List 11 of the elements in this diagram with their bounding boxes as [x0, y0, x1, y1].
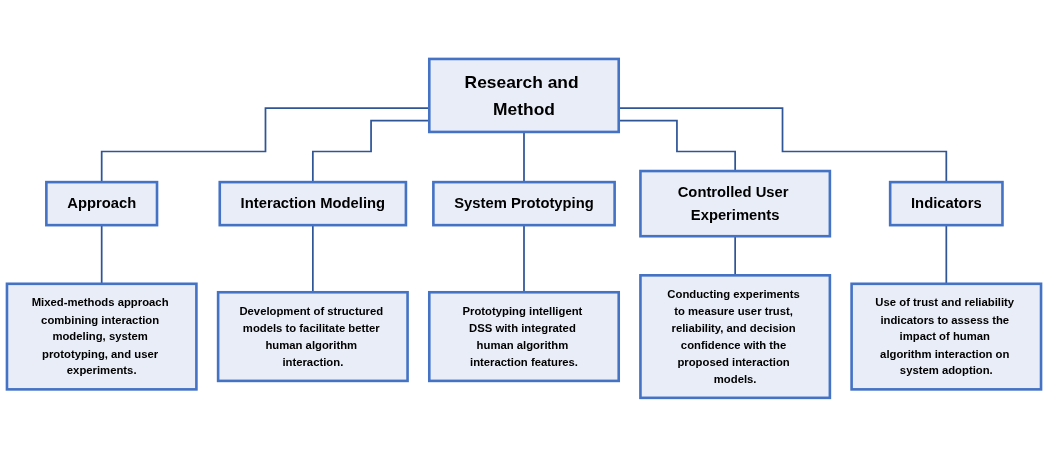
node-box: Conducting experiments to measure user trust, reliability, and decision confidence with the proposed interaction models.	[639, 274, 832, 400]
node-box: Development of structured models to facilitate better human algorithm interaction.	[216, 291, 409, 383]
node-box: Approach	[45, 180, 159, 227]
node-box: System Prototyping	[432, 180, 616, 227]
node-box: Use of trust and reliability indicators to assess the impact of human algorithm interaction on system adoption.	[850, 282, 1043, 391]
node-box: Prototyping intelligent DSS with integrated human algorithm interaction features.	[427, 291, 621, 383]
node-box: Mixed-methods approach combining interaction modeling, system prototyping, and user experiments.	[5, 282, 198, 391]
node-box: Indicators	[888, 180, 1004, 227]
node-box: Research and Method	[427, 57, 621, 134]
node-box: Interaction Modeling	[218, 180, 408, 227]
node-box: Controlled User Experiments	[639, 169, 832, 238]
